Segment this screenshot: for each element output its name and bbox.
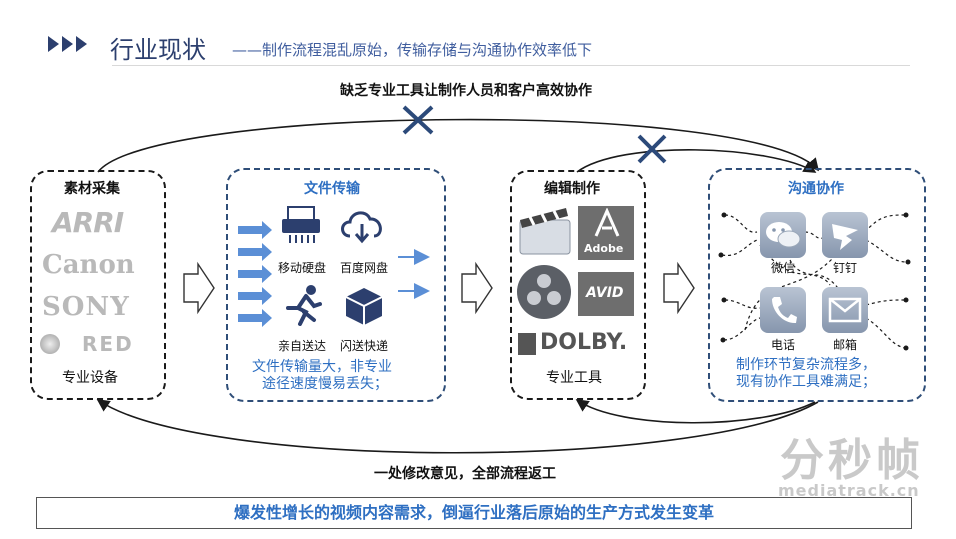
chaotic-links	[721, 214, 908, 349]
header-chevron-icon	[76, 36, 87, 52]
transfer-arrows	[238, 221, 272, 327]
adobe-icon	[594, 208, 620, 237]
running-person-icon	[286, 285, 322, 326]
header-chevron-icon	[62, 36, 73, 52]
sony-logo: SONY	[42, 292, 130, 322]
bottom-flow-label: 一处修改意见，全部流程返工	[374, 466, 556, 482]
collab-item: 钉钉	[833, 261, 858, 275]
collab-item: 微信	[771, 261, 796, 275]
phone-icon	[772, 297, 797, 324]
wechat-icon	[766, 222, 801, 248]
watermark-url: mediatrack.cn	[778, 481, 920, 500]
dolby-logo: DOLBY.	[540, 330, 628, 355]
davinci-resolve-icon	[517, 265, 571, 319]
mail-icon	[828, 297, 862, 323]
top-flow-label: 缺乏专业工具让制作人员和客户高效协作	[340, 83, 592, 99]
adobe-label: Adobe	[584, 242, 624, 255]
phone-app-tile	[760, 287, 806, 333]
red-logo: RED	[82, 332, 134, 356]
stage-arrow-icon	[663, 261, 695, 315]
package-box-icon	[345, 288, 383, 325]
stage-caption: 专业工具	[546, 370, 602, 386]
page-subtitle: ——制作流程混乱原始，传输存储与沟通协作效率低下	[232, 41, 593, 59]
stage-title: 素材采集	[64, 181, 120, 197]
bottom-small-arc-arrow	[575, 399, 816, 424]
canon-logo: Canon	[42, 250, 135, 280]
header-chevron-icon	[48, 36, 59, 52]
stage-title: 沟通协作	[788, 181, 844, 197]
transfer-note-line: 文件传输量大，非专业	[252, 359, 392, 375]
dingtalk-icon	[832, 224, 858, 250]
mid-arc-arrow	[576, 149, 817, 173]
blocked-cross-icon	[402, 105, 434, 135]
transfer-item: 亲自送达	[278, 339, 327, 353]
clapperboard-icon	[519, 208, 571, 255]
top-arc-arrow	[97, 118, 820, 173]
avid-label: AVID	[586, 285, 624, 301]
footer-banner: 爆发性增长的视频内容需求，倒逼行业落后原始的生产方式发生变革	[36, 497, 912, 529]
transfer-item: 百度网盘	[340, 261, 389, 275]
stage-title: 文件传输	[304, 181, 360, 197]
stage-editing	[510, 170, 646, 400]
dolby-mark-icon	[518, 333, 536, 355]
arri-logo: ARRI	[52, 206, 124, 239]
blocked-cross-icon	[637, 134, 667, 164]
stage-title: 编辑制作	[544, 181, 600, 197]
watermark-brand: 分秒帧	[780, 435, 924, 486]
collab-note-line: 现有协作工具难满足；	[736, 374, 876, 390]
avid-logo-tile	[578, 272, 634, 316]
header-divider	[112, 65, 910, 66]
transfer-item: 移动硬盘	[278, 261, 327, 275]
transfer-item: 闪送快递	[340, 339, 389, 353]
transfer-note-line: 途径速度慢易丢失；	[262, 376, 388, 392]
stage-caption: 专业设备	[62, 370, 118, 386]
stage-arrow-icon	[183, 261, 215, 315]
cloud-download-icon	[341, 211, 382, 244]
page-title: 行业现状	[110, 36, 206, 64]
collab-note-line: 制作环节复杂流程多，	[736, 357, 876, 373]
stage-arrow-icon	[461, 261, 493, 315]
collab-item: 邮箱	[833, 338, 858, 352]
bottom-arc-arrow	[96, 399, 819, 454]
link-dots	[718, 212, 911, 351]
red-lens-icon	[40, 334, 60, 354]
stage-capture	[30, 170, 166, 400]
shredder-icon	[282, 206, 320, 243]
stage-collaboration	[708, 168, 926, 402]
collab-item: 电话	[771, 338, 796, 352]
stage-transfer	[226, 168, 446, 402]
